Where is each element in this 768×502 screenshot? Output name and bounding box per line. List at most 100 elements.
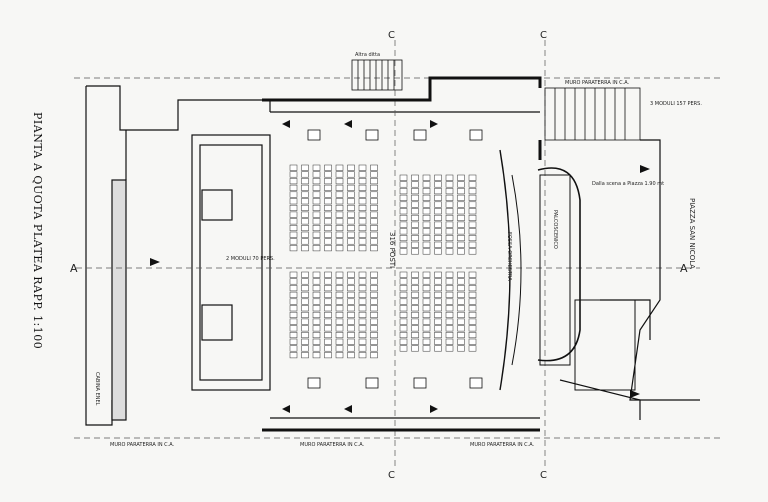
seat: [301, 318, 309, 325]
seat: [289, 191, 298, 198]
seat: [324, 352, 332, 359]
cabina-label: CABINA ENEL: [94, 372, 100, 406]
seat: [301, 305, 309, 312]
moduli-left-label: 2 MODULI 70 PERS.: [226, 256, 275, 262]
seat: [411, 241, 419, 248]
seat: [457, 325, 465, 332]
seat: [312, 298, 321, 305]
seat: [468, 325, 477, 332]
seat: [335, 204, 344, 211]
seat: [312, 311, 321, 318]
seat: [399, 181, 408, 188]
seat: [301, 291, 309, 298]
seat: [335, 332, 344, 339]
seat: [289, 238, 298, 245]
seat: [335, 291, 344, 298]
seat: [411, 298, 419, 305]
seat: [434, 214, 442, 221]
seat: [289, 198, 298, 205]
seat: [289, 178, 298, 185]
seat: [347, 178, 355, 185]
seat: [434, 194, 442, 201]
seat: [301, 225, 309, 232]
seat: [422, 181, 431, 188]
seat: [457, 201, 465, 208]
seat: [457, 291, 465, 298]
seat: [335, 171, 344, 178]
seat: [335, 352, 344, 359]
seat: [434, 188, 442, 195]
seat: [370, 204, 378, 211]
fossa-label-group: FOSSA ORCHESTRA: [506, 232, 512, 281]
seat: [445, 291, 454, 298]
seat: [457, 221, 465, 228]
seat: [301, 345, 309, 352]
seat: [289, 171, 298, 178]
seat: [335, 238, 344, 245]
posti-label: 316 POSTI: [388, 232, 396, 268]
seat: [422, 332, 431, 339]
seat: [370, 318, 378, 325]
drawing-title: PIANTA A QUOTA PLATEA RAPP. 1:100: [31, 112, 44, 349]
seat: [468, 228, 477, 235]
seat: [335, 225, 344, 232]
seat: [324, 231, 332, 238]
seat: [370, 325, 378, 332]
seat: [399, 214, 408, 221]
seat: [335, 211, 344, 218]
seat: [411, 194, 419, 201]
seat: [399, 278, 408, 285]
seat: [301, 171, 309, 178]
seat: [399, 188, 408, 195]
seat: [358, 191, 367, 198]
seat: [445, 345, 454, 352]
seat: [468, 188, 477, 195]
seat: [289, 218, 298, 225]
seat: [411, 318, 419, 325]
top-stairs: [351, 59, 641, 141]
seat: [422, 285, 431, 292]
seat: [370, 178, 378, 185]
seat: [324, 291, 332, 298]
seat: [411, 221, 419, 228]
seat: [301, 352, 309, 359]
seat: [312, 238, 321, 245]
seat: [324, 318, 332, 325]
palco-label-group: PALCOSCENICO: [552, 210, 558, 249]
seat: [289, 298, 298, 305]
seat: [457, 345, 465, 352]
seat: [289, 311, 298, 318]
seat: [399, 174, 408, 181]
dalla-scena-label: Dalla scena a Piazza 1.90 mt: [592, 181, 664, 187]
seat: [358, 325, 367, 332]
seat: [411, 248, 419, 255]
seat: [399, 325, 408, 332]
seat: [301, 325, 309, 332]
seat: [312, 305, 321, 312]
perimeter-walls: [262, 76, 542, 432]
seat: [422, 241, 431, 248]
seat: [422, 194, 431, 201]
section-mark-c-top-right: C: [540, 30, 547, 41]
seat: [289, 338, 298, 345]
seat: [422, 208, 431, 215]
seat: [335, 285, 344, 292]
seat: [445, 228, 454, 235]
seat: [370, 184, 378, 191]
section-mark-c-top-left: C: [388, 30, 395, 41]
seat: [445, 241, 454, 248]
seat: [312, 211, 321, 218]
seat: [324, 164, 332, 171]
seat: [457, 241, 465, 248]
seat: [468, 248, 477, 255]
seat: [289, 225, 298, 232]
seat: [312, 332, 321, 339]
seat: [422, 174, 431, 181]
seat: [434, 248, 442, 255]
seat: [411, 214, 419, 221]
seat: [370, 352, 378, 359]
seat: [422, 248, 431, 255]
seat: [445, 325, 454, 332]
seat: [324, 225, 332, 232]
seat: [468, 221, 477, 228]
